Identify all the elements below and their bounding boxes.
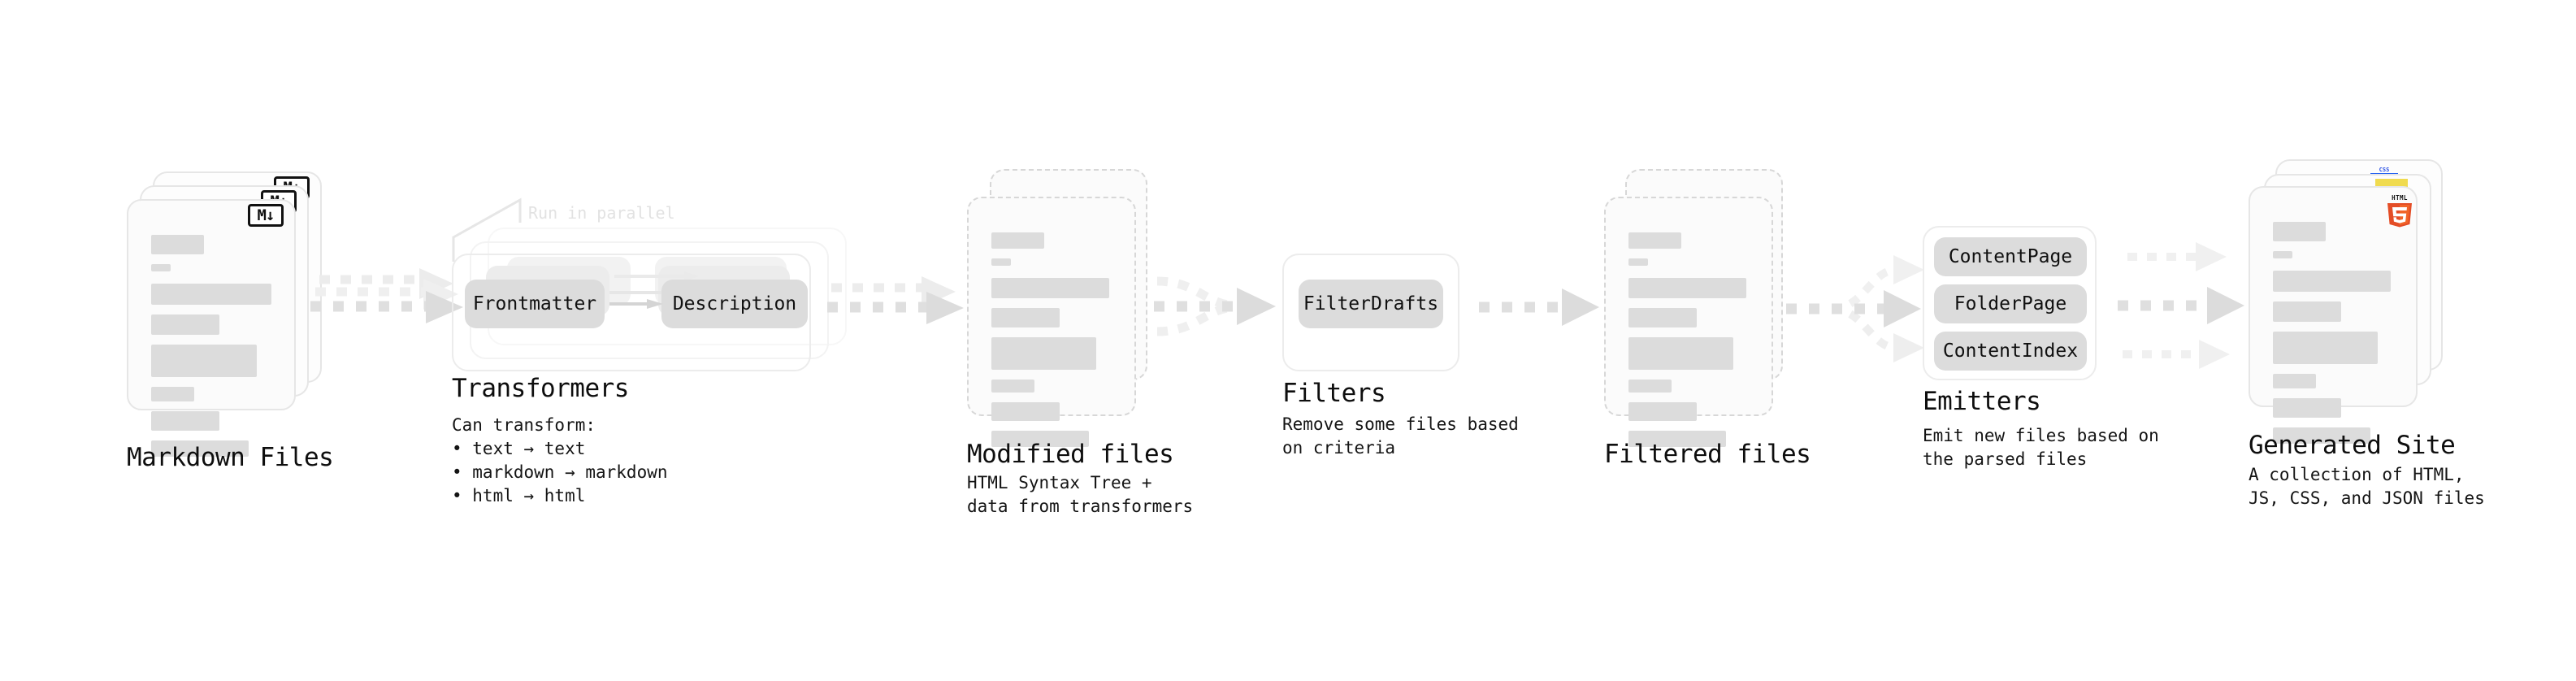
modified-files-description: HTML Syntax Tree + data from transformer…: [967, 473, 1194, 516]
emitters-description: Emit new files based on the parsed files: [1923, 426, 2159, 469]
emitter-chip-contentindex[interactable]: ContentIndex: [1934, 332, 2087, 371]
emitter-chip-contentpage[interactable]: ContentPage: [1934, 237, 2087, 276]
placeholder-lines: [991, 232, 1112, 457]
generated-site-description: A collection of HTML, JS, CSS, and JSON …: [2249, 465, 2485, 508]
arrow-transformers-to-modified: [827, 276, 964, 324]
generated-site-heading: Generated Site: [2249, 431, 2456, 460]
emitter-chip-folderpage[interactable]: FolderPage: [1934, 284, 2087, 323]
placeholder-lines: [1628, 232, 1749, 457]
arrow-filters-to-filtered: [1479, 288, 1599, 326]
filters-heading: Filters: [1282, 379, 1386, 408]
filters-group: [1282, 254, 1459, 371]
transformer-chip-frontmatter[interactable]: Frontmatter: [465, 280, 605, 328]
filtered-files-heading: Filtered files: [1604, 440, 1811, 469]
placeholder-lines: [2273, 222, 2393, 453]
arrow-modified-to-filters: [1154, 276, 1276, 336]
markdown-icon: M↓: [248, 204, 284, 227]
site-file-card-front: [2249, 186, 2418, 444]
svg-text:HTML: HTML: [2392, 194, 2408, 202]
placeholder-lines: [151, 235, 271, 466]
transformer-chip-description[interactable]: Description: [661, 280, 808, 328]
modified-files-heading: Modified files: [967, 440, 1174, 469]
transformers-description: Can transform: • text → text • markdown …: [452, 415, 668, 505]
arrow-filtered-to-emitters: [1786, 255, 1924, 362]
filter-chip-filterdrafts[interactable]: FilterDrafts: [1299, 280, 1443, 328]
filtered-file-card-front: [1604, 197, 1773, 447]
filters-description: Remove some files based on criteria: [1282, 414, 1519, 458]
run-in-parallel-label: Run in parallel: [528, 203, 675, 223]
arrow-emitters-to-site: [2118, 242, 2244, 369]
markdown-files-heading: Markdown Files: [127, 443, 334, 472]
html5-icon: HTML: [2387, 194, 2412, 228]
emitters-heading: Emitters: [1923, 387, 2041, 416]
emitters-group: [1923, 226, 2097, 380]
markdown-file-card-front: [127, 199, 296, 457]
run-in-parallel-bracket: [452, 197, 522, 262]
transformers-heading: Transformers: [452, 374, 629, 403]
modified-file-card-front: [967, 197, 1136, 447]
transformer-group-front: [452, 254, 811, 371]
transformer-main-arrow: [609, 299, 663, 309]
arrow-markdown-to-transformers: [310, 268, 463, 323]
